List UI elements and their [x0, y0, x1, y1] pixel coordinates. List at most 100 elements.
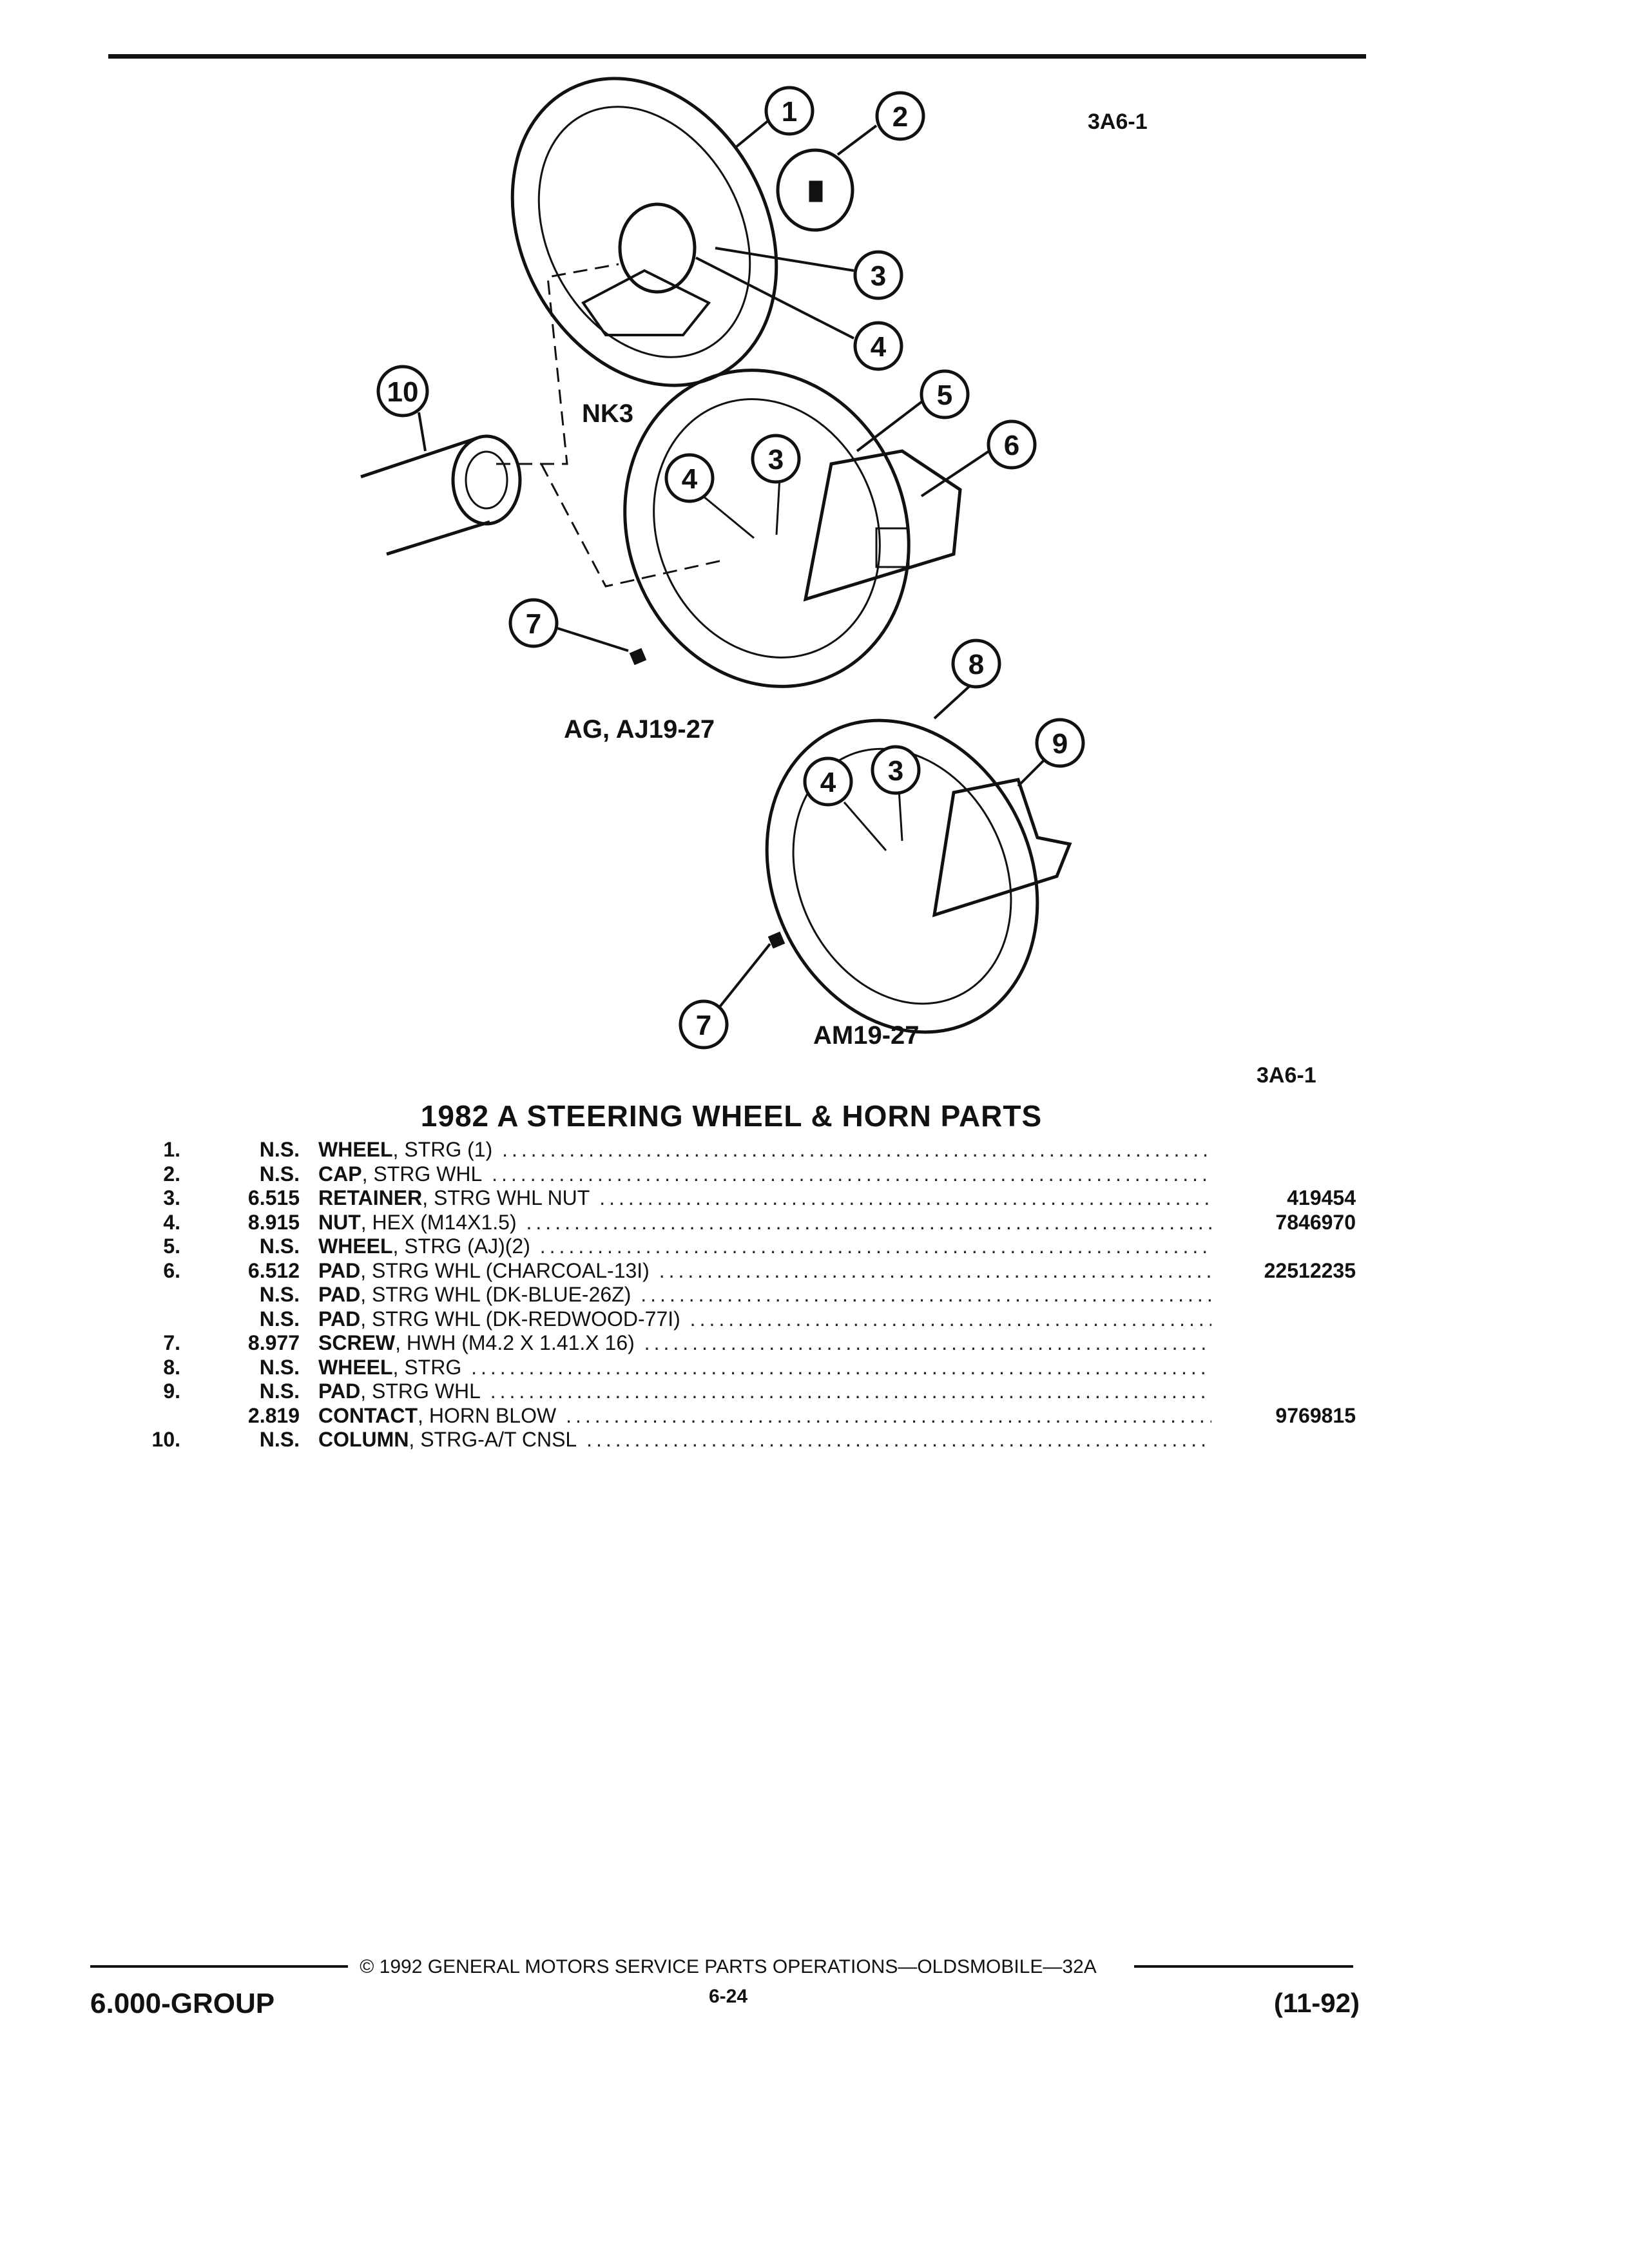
svg-text:5: 5: [937, 380, 952, 411]
part-group-code: N.S.: [259, 1283, 300, 1306]
part-group-code: N.S.: [259, 1355, 300, 1379]
part-number-index: 5.: [163, 1235, 180, 1258]
leader-dots: ........................................…: [539, 1235, 1211, 1258]
part-number-index: 7.: [163, 1331, 180, 1354]
callout-4c: 4: [803, 756, 853, 807]
part-number: 419454: [1287, 1186, 1356, 1209]
part-number-index: 1.: [163, 1138, 180, 1161]
footer-page-number: 6-24: [708, 1986, 748, 2007]
leader-dots: ........................................…: [586, 1428, 1211, 1451]
callout-4: 4: [853, 321, 903, 371]
svg-text:9: 9: [1052, 728, 1068, 760]
footer-date: (11-92): [1273, 1988, 1360, 2018]
ag-pad: [803, 449, 962, 602]
svg-text:2: 2: [892, 101, 908, 133]
parts-row: 9.N.S.PAD, STRG WHL ....................…: [0, 1379, 1629, 1404]
leader-dots: ........................................…: [641, 1283, 1211, 1306]
footer-group: 6.000-GROUP: [90, 1988, 275, 2019]
callout-3b: 3: [751, 434, 801, 484]
part-description: COLUMN, STRG-A/T CNSL ..................…: [318, 1428, 1211, 1452]
am-wheel-rim: [765, 718, 1039, 1034]
part-name: CAP: [318, 1162, 362, 1186]
variant-label-ag: AG, AJ19-27: [564, 715, 715, 744]
svg-text:3: 3: [871, 260, 886, 292]
part-name: CONTACT: [318, 1403, 418, 1427]
leader-dots: ........................................…: [689, 1307, 1211, 1331]
variant-label-am: AM19-27: [813, 1021, 920, 1050]
screw-2: [767, 931, 786, 949]
part-name: COLUMN: [318, 1428, 409, 1451]
svg-text:7: 7: [526, 608, 541, 640]
callout-3c: 3: [871, 745, 921, 795]
part-number-index: 9.: [163, 1379, 180, 1403]
part-name: WHEEL: [318, 1355, 393, 1379]
leader-dots: ........................................…: [526, 1210, 1211, 1234]
part-description: NUT, HEX (M14X1.5) .....................…: [318, 1211, 1211, 1235]
top-rule: [108, 54, 1366, 59]
part-description: WHEEL, STRG (AJ)(2) ....................…: [318, 1235, 1211, 1258]
part-detail: , STRG (1): [392, 1138, 493, 1161]
svg-text:3: 3: [768, 444, 784, 476]
parts-row: 3. 6.515 RETAINER, STRG WHL NUT ..........…: [0, 1186, 1629, 1211]
svg-text:8: 8: [969, 649, 984, 680]
leader-dots: ........................................…: [599, 1186, 1211, 1209]
part-group-code: 2.819: [247, 1403, 300, 1427]
part-name: PAD: [318, 1283, 361, 1306]
part-detail: , STRG (AJ)(2): [392, 1235, 530, 1258]
callout-9: 9: [1035, 718, 1085, 768]
part-number-index: 3.: [163, 1186, 180, 1209]
leader-dots: ........................................…: [490, 1379, 1211, 1403]
callout-10: 10: [376, 365, 429, 418]
part-number: 7846970: [1275, 1210, 1356, 1234]
part-group-code: N.S.: [259, 1428, 300, 1451]
figure-code-top: 3A6-1: [1088, 110, 1148, 134]
nk3-hub: [618, 202, 697, 294]
part-group-code: N.S.: [259, 1379, 300, 1403]
part-detail: , HEX (M14X1.5): [360, 1210, 517, 1234]
footer-rule-left: [90, 1965, 348, 1968]
part-number-index: 4.: [163, 1210, 180, 1234]
part-group-code: N.S.: [259, 1162, 300, 1186]
variant-label-nk3: NK3: [582, 399, 634, 428]
svg-text:6: 6: [1004, 430, 1019, 461]
steering-wheel-diagram: 1 2 3 4 5 6 10 4 3 7 8 9 4 3 7: [360, 77, 1085, 1050]
part-number-index: 8.: [163, 1355, 180, 1379]
figure-code-bottom: 3A6-1: [1257, 1063, 1316, 1088]
part-name: PAD: [318, 1307, 361, 1331]
part-detail: , HORN BLOW: [418, 1403, 557, 1427]
svg-text:3: 3: [888, 755, 903, 787]
footer-copyright: © 1992 GENERAL MOTORS SERVICE PARTS OPER…: [360, 1956, 1097, 1977]
callout-7b: 7: [679, 999, 729, 1050]
part-name: SCREW: [318, 1331, 396, 1354]
part-description: RETAINER, STRG WHL NUT .................…: [318, 1186, 1211, 1210]
callout-4b: 4: [664, 453, 715, 503]
part-number-index: 2.: [163, 1162, 180, 1186]
part-group-code: 6.515: [247, 1186, 300, 1209]
part-group-code: 6.512: [247, 1258, 300, 1282]
parts-row: 2.819 CONTACT, HORN BLOW ................…: [0, 1404, 1629, 1428]
part-group-code: N.S.: [259, 1138, 300, 1161]
am-pad: [932, 778, 1072, 918]
part-description: SCREW, HWH (M4.2 X 1.41.X 16) ..........…: [318, 1331, 1211, 1355]
parts-row: 1.N.S.WHEEL, STRG (1) ..................…: [0, 1138, 1629, 1162]
part-description: PAD, STRG WHL (CHARCOAL-13I) ...........…: [318, 1259, 1211, 1283]
part-description: CAP, STRG WHL ..........................…: [318, 1162, 1211, 1186]
svg-text:7: 7: [696, 1010, 711, 1041]
horn-cap: [776, 148, 854, 232]
callout-6: 6: [987, 419, 1037, 470]
part-detail: , STRG-A/T CNSL: [409, 1428, 577, 1451]
leader-dots: ........................................…: [492, 1162, 1211, 1186]
part-name: NUT: [318, 1210, 361, 1234]
leader-dots: ........................................…: [566, 1403, 1211, 1427]
part-group-code: N.S.: [259, 1235, 300, 1258]
part-detail: , STRG WHL: [361, 1162, 483, 1186]
part-group-code: 8.915: [247, 1210, 300, 1234]
part-number-index: 10.: [151, 1428, 180, 1451]
callout-1: 1: [764, 86, 815, 136]
callout-2: 2: [875, 91, 925, 141]
part-detail: , STRG WHL: [360, 1379, 481, 1403]
part-name: RETAINER: [318, 1186, 423, 1209]
footer-rule-right: [1134, 1965, 1353, 1968]
